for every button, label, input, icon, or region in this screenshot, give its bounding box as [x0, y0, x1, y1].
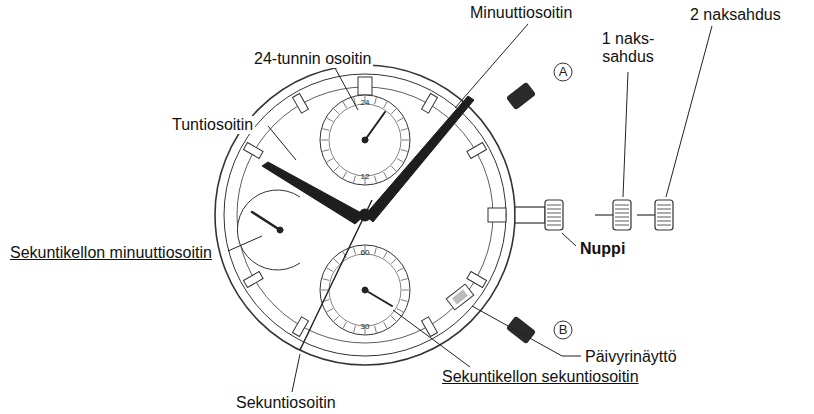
- dial-ticks: [321, 96, 409, 334]
- part-label: 2 naksahdus: [690, 6, 781, 24]
- date-window: [446, 284, 474, 310]
- part-label: Nuppi: [580, 240, 625, 258]
- sub-dials: [237, 95, 410, 335]
- leader-lines: [228, 24, 712, 392]
- crown-positions: [515, 200, 673, 230]
- part-label: Sekuntikellon sekuntiosoitin: [440, 368, 641, 386]
- part-label: 24-tunnin osoitin: [252, 50, 373, 68]
- dial-number: 30: [361, 323, 370, 332]
- main-hands: [262, 96, 474, 350]
- crown-knurling: [547, 205, 671, 225]
- part-label: Tuntiosoitin: [170, 116, 255, 134]
- dial-number: 24: [361, 99, 370, 108]
- part-label: Minuuttiosoitin: [470, 4, 572, 22]
- part-label: 1 naks- sahdus: [596, 30, 660, 65]
- dial-number: 60: [361, 249, 370, 258]
- button-letter: B: [559, 323, 568, 337]
- button-letter: A: [559, 65, 568, 79]
- watch-case: [215, 65, 515, 365]
- dial-number: 12: [361, 173, 370, 182]
- part-label: Sekuntikellon minuuttiosoitin: [8, 244, 214, 262]
- part-label: Sekuntiosoitin: [236, 394, 336, 412]
- part-label: Päivyrinäyttö: [585, 348, 677, 366]
